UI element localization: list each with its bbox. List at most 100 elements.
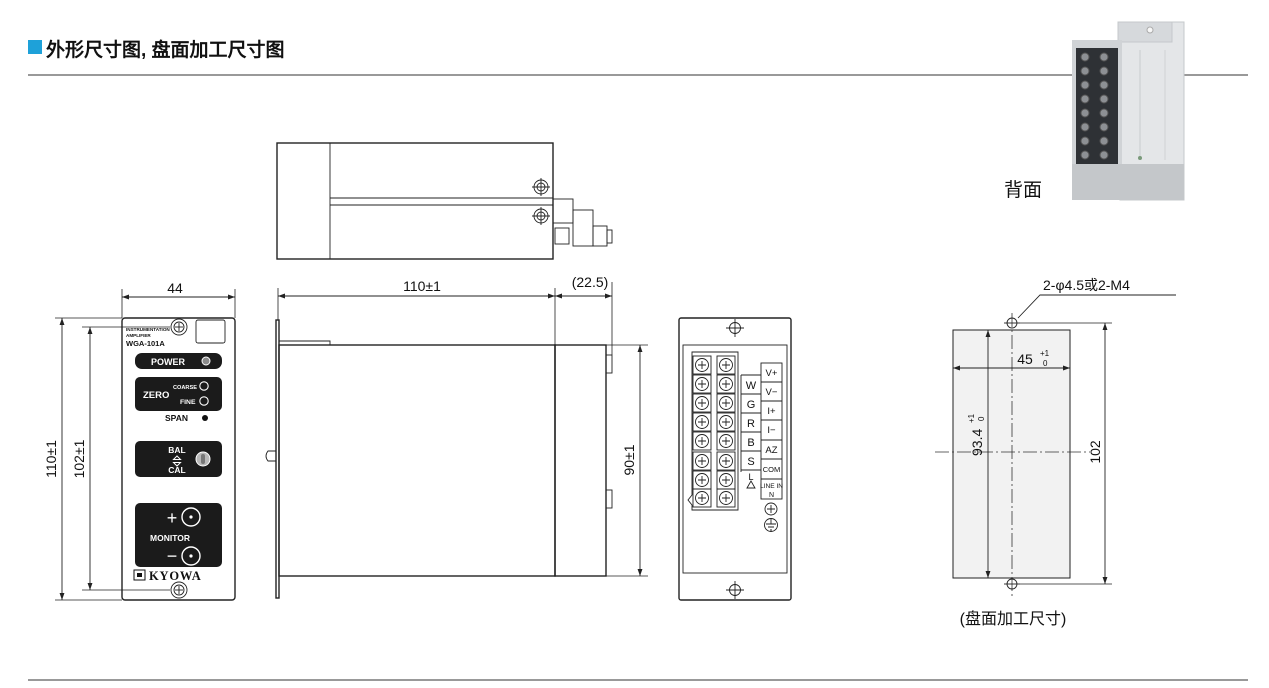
top-view-screw [532,178,550,196]
product-photo [1072,21,1185,201]
dimension-label-connector: (22.5) [572,274,609,290]
cutout-height-label-group: 93.4 +1 0 [967,413,986,456]
bal-cal-arrow-icon [172,455,182,467]
monitor-label: MONITOR [150,533,190,543]
cutout-mount-hole-top [1004,317,1020,329]
photo-terminal-block [1076,48,1118,164]
monitor-minus-label: − [167,546,178,566]
power-led-icon [201,356,211,366]
side-view-connector-tab [605,489,613,509]
terminal-label: L [748,472,753,482]
monitor-minus-jack-center [189,554,193,558]
coarse-label: COARSE [173,385,197,391]
terminal-block [687,351,739,511]
terminal-label: COM [763,465,781,474]
monitor-plus-label: + [167,508,178,528]
dimension-label-outer-height: 110±1 [43,440,59,478]
terminal-label: N [769,492,774,499]
cutout-mount-hole-bottom [1004,578,1020,590]
dimension-label-hole-pitch: 102 [1087,440,1103,464]
header: 外形尺寸图, 盘面加工尺寸图 [28,38,1248,76]
terminal-screws-right [716,355,736,508]
terminal-label: AZ [765,445,777,456]
terminal-label: I− [767,425,776,436]
page-title: 外形尺寸图, 盘面加工尺寸图 [46,38,285,61]
front-panel [121,317,236,601]
monitor-group: + MONITOR − [135,503,222,567]
panel-cutout: 2-φ4.5或2-M4 45 +1 0 93.4 +1 0 102 (盘面加工尺… [935,277,1176,628]
panel-model: WGA-101A [126,339,165,348]
dimension-label-cutout-height: 93.4 [969,429,985,456]
photo-terminal-screws [1080,52,1109,160]
terminal-label: R [747,418,755,430]
terminal-screws-left [692,355,712,508]
fine-trimmer-icon [199,396,209,406]
terminal-label: W [746,380,757,392]
dimension-label-cutout-width: 45 [1017,351,1033,367]
cutout-width-tolerance-lower: 0 [1043,359,1048,368]
monitor-plus-jack-icon [181,507,201,527]
front-view: 44 110±1 102±1 INSTRUMENTATION AMPLIFIER… [43,280,236,601]
panel-window [195,319,226,344]
coarse-trimmer-icon [199,381,209,391]
zero-label: ZERO [143,390,169,401]
bal-cal-group: BAL CAL [135,441,222,477]
terminal-label: B [747,437,754,449]
hole-note: 2-φ4.5或2-M4 [1043,277,1130,293]
bal-label: BAL [168,445,185,455]
photo-base [1072,164,1184,200]
cutout-height-tolerance-upper: +1 [967,413,976,423]
top-view-connector [552,198,613,247]
dimension-label-width: 44 [167,280,183,296]
span-label: SPAN [165,413,188,423]
zero-adjust-group: ZERO COARSE FINE [135,377,222,411]
span-trimmer-icon [202,415,208,421]
terminal-labels-right: V+ V− I+ I− AZ COM LINE IN N [760,362,783,500]
terminal-block-cover [687,351,739,511]
power-label: POWER [151,357,186,367]
rear-bottom-mount-hole [726,581,744,599]
terminal-label: LINE IN [760,483,783,490]
bal-cal-switch-lever [201,454,205,464]
top-view-screw [532,207,550,225]
cal-label: CAL [168,465,185,475]
panel-brand-line1: INSTRUMENTATION [126,327,170,332]
dimension-label-length: 110±1 [403,278,441,294]
caution-triangle-icon [746,480,756,489]
terminal-label: V+ [766,368,778,379]
cutout-caption: (盘面加工尺寸) [960,609,1067,628]
power-indicator: POWER [135,353,222,369]
photo-led [1138,156,1142,160]
kyowa-logo-mark-icon [133,569,146,581]
monitor-plus-jack-center [189,515,193,519]
rear-view: W G R B S L V+ V− I+ I− AZ COM LINE IN N [678,317,792,601]
rear-panel [678,317,792,601]
hole-note-leader [1017,294,1176,319]
rear-top-mount-hole [726,319,744,337]
dimension-label-body-height: 90±1 [621,444,637,475]
monitor-minus-jack-icon [181,546,201,566]
side-view-connector [554,344,607,577]
dimension-label-inner-height: 102±1 [71,439,87,478]
cutout-width-tolerance-upper: +1 [1040,349,1050,358]
terminal-label: V− [766,387,778,398]
top-view-body [276,142,554,260]
side-view-body [278,344,556,577]
kyowa-logo: KYOWA [133,569,202,583]
photo-top-cap [1117,21,1173,43]
title-accent-square [28,40,42,54]
ground-symbol-icon [764,518,778,532]
side-view-flange-lip [279,340,331,345]
top-view [276,142,613,260]
side-view-connector-tab [605,354,613,374]
side-view: 110±1 (22.5) 90±1 [265,274,648,599]
rear-inner-frame [682,344,788,574]
terminal-label: G [747,399,756,411]
terminal-label: I+ [767,406,776,417]
terminal-label: S [747,456,754,468]
photo-hole [1146,26,1154,34]
front-panel-top-screw [170,318,188,336]
kyowa-logo-text: KYOWA [149,569,202,583]
photo-label: 背面 [1004,179,1042,201]
